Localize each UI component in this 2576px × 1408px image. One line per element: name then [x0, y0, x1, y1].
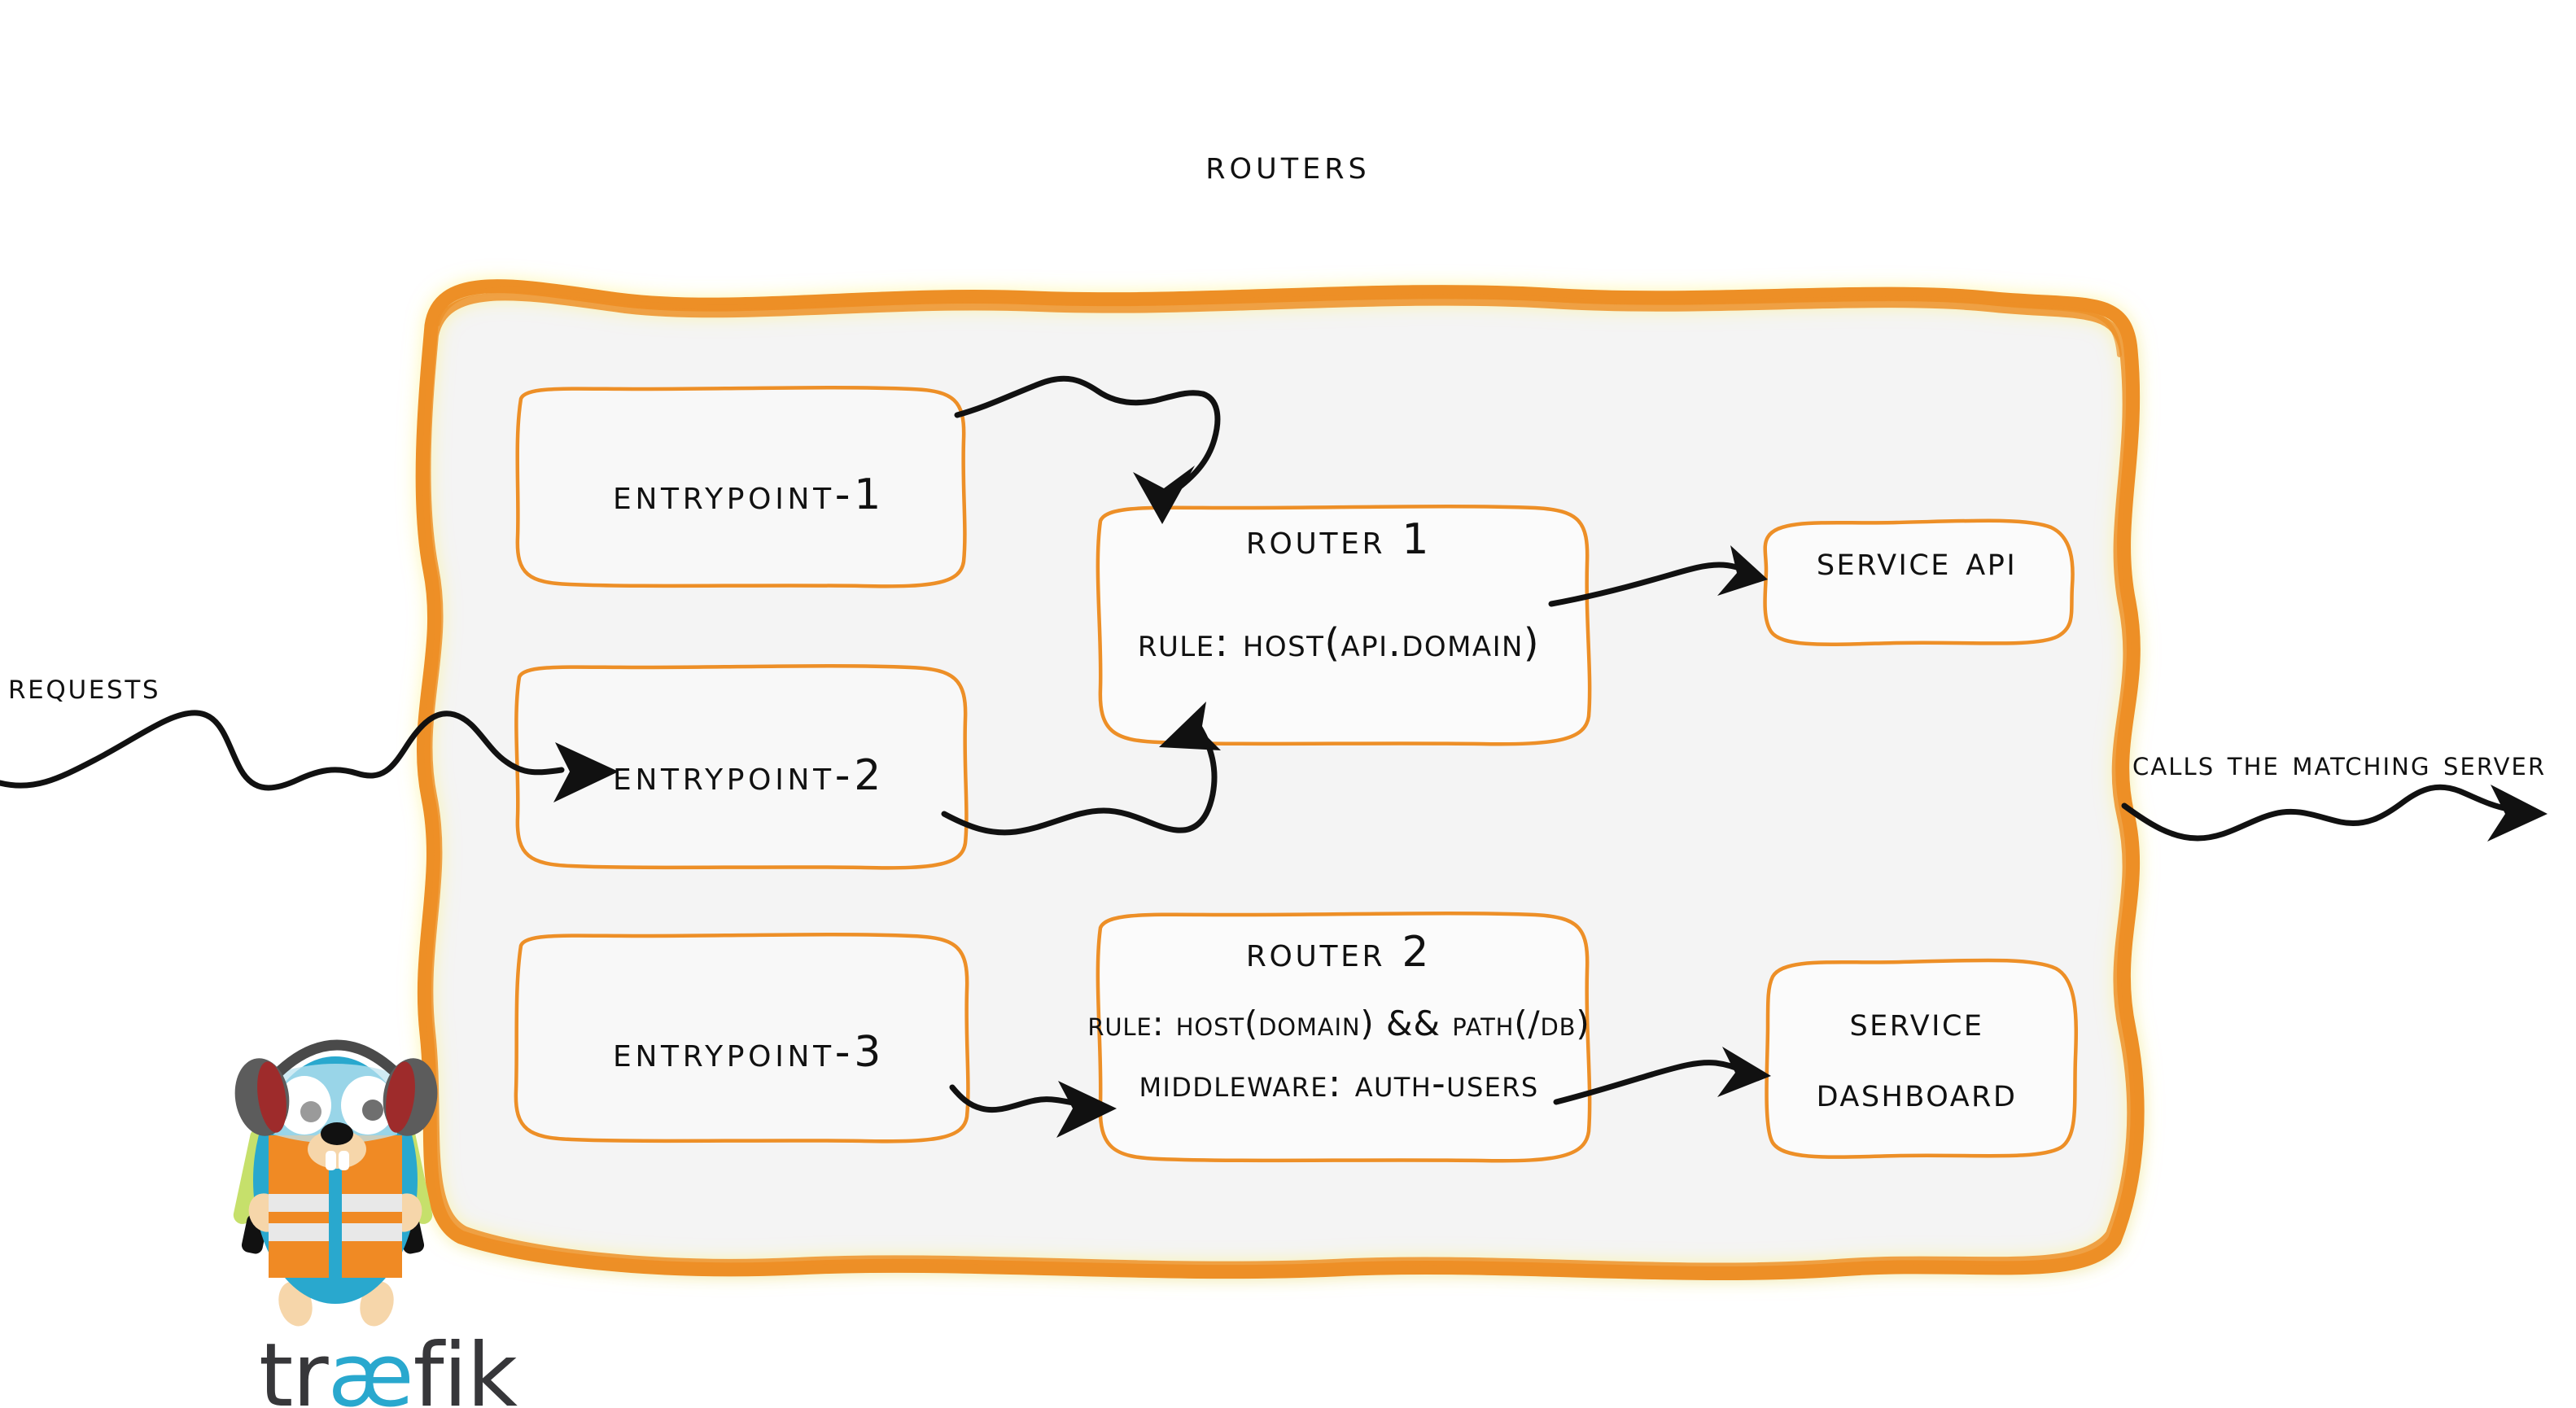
- router-2-box[interactable]: [1096, 911, 1592, 1163]
- routers-panel-border-pass2: [422, 292, 2136, 1271]
- arrow-ep1-router1: [954, 375, 1221, 495]
- arrowhead-router1-serviceapi: [1717, 545, 1768, 596]
- arrow-calls-server: [2121, 784, 2512, 842]
- arrow-router1-serviceapi: [1548, 562, 1750, 607]
- arrow-ep2-router1: [941, 724, 1218, 836]
- arrow-requests: [0, 710, 565, 791]
- arrowheads: [553, 466, 2548, 1138]
- gopher-pupil-left: [300, 1101, 321, 1122]
- routers-panel-border: [415, 279, 2145, 1281]
- arrowhead-ep1-router1: [1133, 466, 1195, 524]
- arrowhead-ep3-router2: [1056, 1081, 1117, 1138]
- headphone-pad-left: [257, 1061, 286, 1133]
- arrow-ep3-router2: [949, 1084, 1082, 1113]
- router-1-box[interactable]: [1096, 504, 1592, 746]
- entrypoint-1-box[interactable]: [515, 385, 967, 588]
- gopher-pupil-right: [362, 1100, 383, 1121]
- routers-panel-border-pass3: [435, 286, 2122, 357]
- service-dashboard-box[interactable]: [1765, 958, 2078, 1159]
- gopher-tooth-left: [326, 1151, 336, 1170]
- arrowhead-ep2-router1: [1159, 702, 1221, 750]
- headphone-band-icon: [263, 1039, 411, 1088]
- arrowhead-router2-servicedashboard: [1717, 1047, 1771, 1097]
- entrypoint-2-box[interactable]: [514, 663, 969, 870]
- arrowhead-requests: [553, 742, 619, 802]
- arrowhead-calls-server: [2487, 785, 2548, 842]
- service-api-box[interactable]: [1763, 518, 2075, 646]
- gopher-tooth-right: [339, 1151, 349, 1170]
- entrypoint-3-box[interactable]: [514, 932, 970, 1143]
- gopher-vest-opening: [329, 1135, 342, 1279]
- arrow-router2-servicedashboard: [1553, 1060, 1747, 1105]
- gopher-nose: [321, 1122, 353, 1145]
- traefik-gopher-logo: [233, 1039, 438, 1327]
- gopher-muzzle: [308, 1130, 366, 1169]
- headphone-pad-right: [386, 1061, 415, 1133]
